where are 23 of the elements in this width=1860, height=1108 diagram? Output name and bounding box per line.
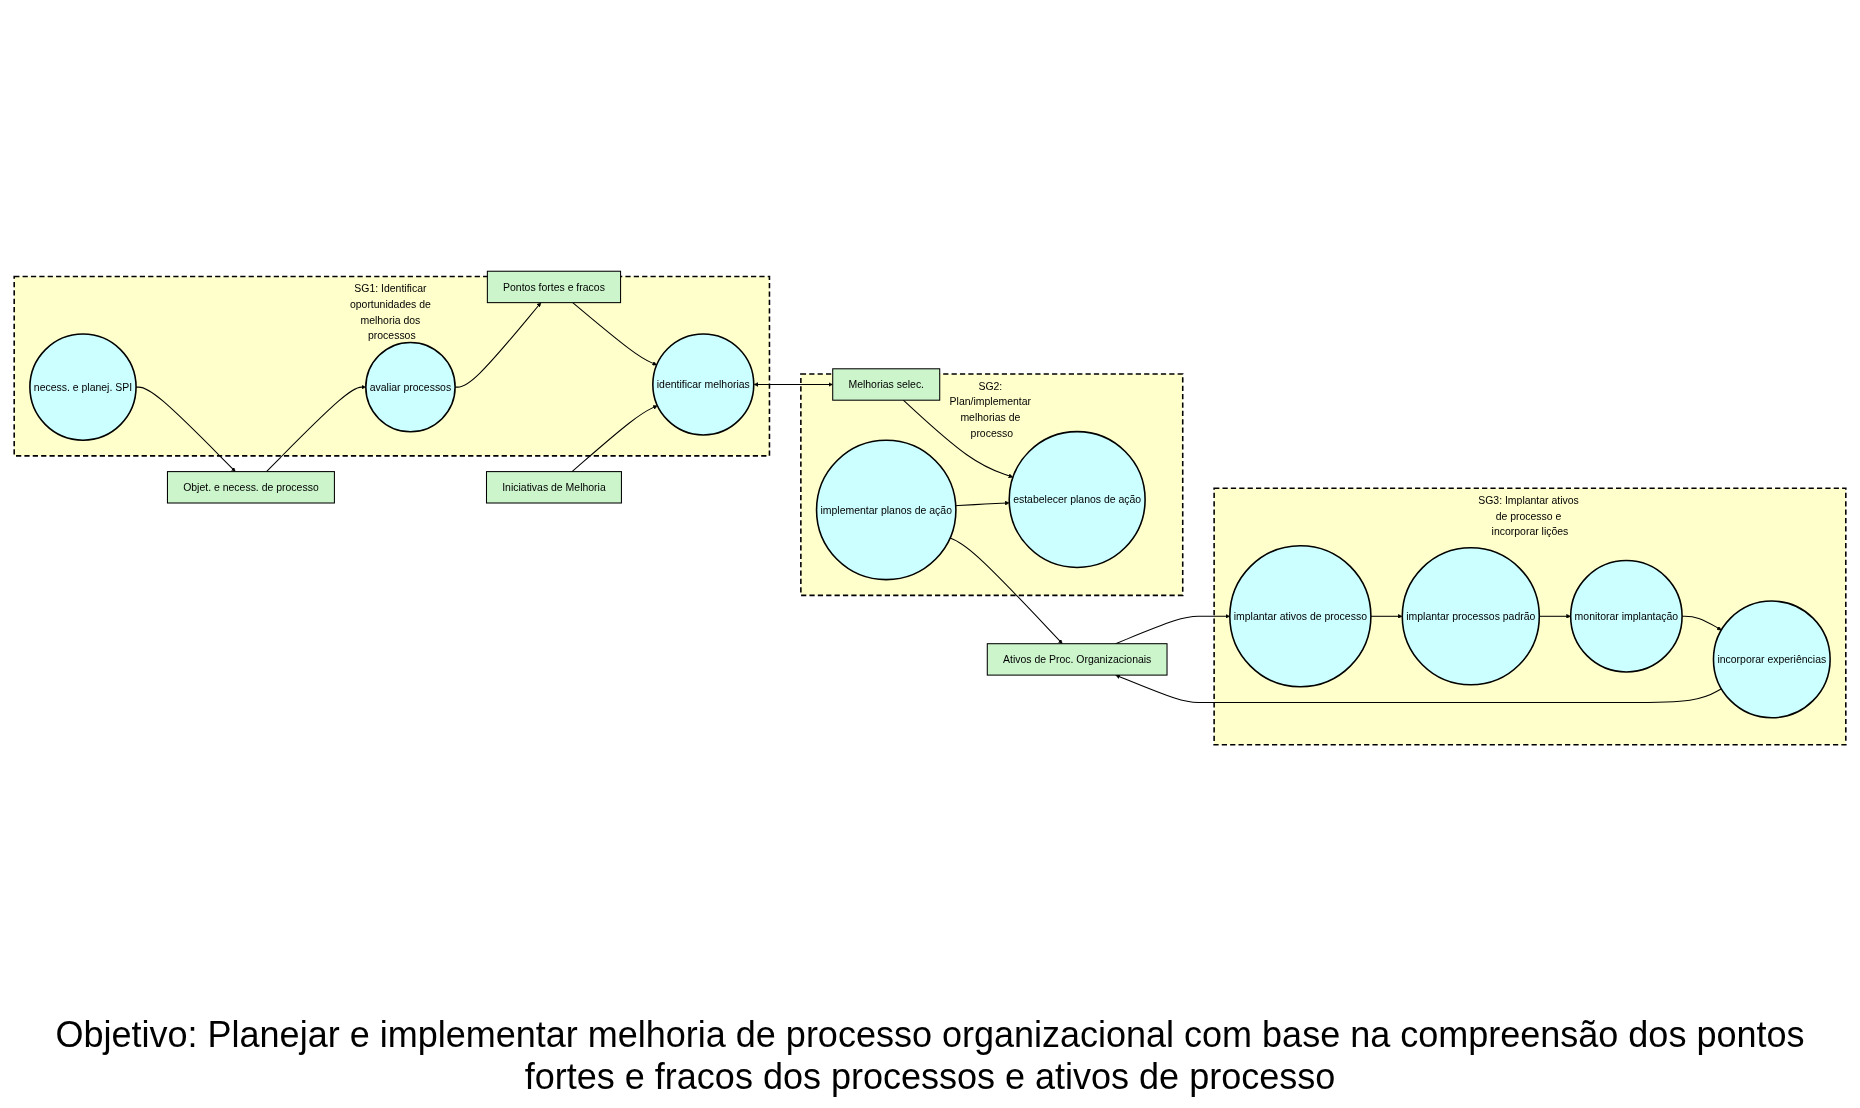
node-box: Iniciativas de Melhoria (485, 471, 622, 504)
caption: Objetivo: Planejar e implementar melhoria de processo organizacional com base na compreensão dos pontos fortes e fracos dos processos e ativos de processo (54, 1014, 1806, 1098)
node-circle: avaliar processos (365, 341, 456, 433)
arrow (1370, 614, 1403, 619)
arrow (902, 399, 1014, 479)
node-circle: implantar ativos de processo (1229, 544, 1372, 688)
arrow (1115, 674, 1722, 704)
arrow (265, 384, 366, 473)
node-box: Objet. e necess. de processo (166, 471, 335, 504)
arrow (955, 500, 1010, 507)
arrow (753, 382, 833, 387)
arrow (571, 405, 658, 473)
node-box: Melhorias selec. (832, 368, 941, 401)
node-box: Pontos fortes e fracos (486, 270, 622, 304)
node-circle: implementar planos de ação (815, 439, 957, 581)
arrow (572, 302, 657, 366)
node-circle: monitorar implantação (1569, 559, 1683, 673)
node-circle: incorporar experiências (1712, 600, 1831, 719)
arrow (949, 537, 1063, 644)
node-circle: implantar processos padrão (1401, 547, 1541, 686)
node-circle: identificar melhorias (652, 333, 755, 436)
node-box: Ativos de Proc. Organizacionais (986, 643, 1168, 676)
node-circle: necess. e planej. SPI (29, 333, 137, 441)
